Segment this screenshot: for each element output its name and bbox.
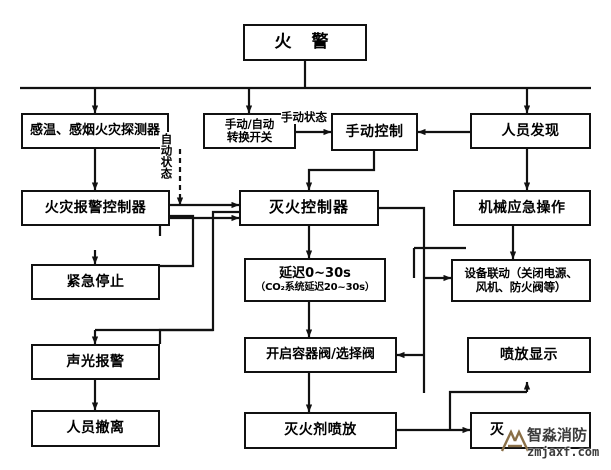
node-auto-manual-switch[interactable]: 手动/自动 转换开关 — [203, 113, 296, 149]
node-open-valve-label: 开启容器阀/选择阀 — [266, 346, 375, 362]
node-delay-label-line2: （CO₂系统延迟20~30s） — [255, 281, 375, 293]
node-mechanical-emergency[interactable]: 机械应急操作 — [453, 190, 591, 226]
node-auto-manual-switch-label-line2: 转换开关 — [226, 130, 273, 144]
node-extinguish-fire[interactable]: 灭 — [470, 412, 591, 449]
wire-manual-to-extctrl — [305, 151, 376, 191]
wire-stop-to-extctrl — [158, 214, 240, 236]
node-fire-alarm-controller-label: 火灾报警控制器 — [44, 199, 147, 216]
edge-label-auto-state: 自动状态 — [159, 132, 174, 180]
wire-extinguish-feedback — [448, 390, 527, 430]
node-person-discover-label: 人员发现 — [501, 122, 560, 139]
node-auto-manual-switch-label-line1: 手动/自动 — [224, 116, 275, 131]
node-open-valve[interactable]: 开启容器阀/选择阀 — [244, 337, 397, 373]
wire-extctrl-right-trunk — [379, 206, 426, 393]
node-equipment-linkage[interactable]: 设备联动（关闭电源、 风机、防火阀等） — [451, 259, 591, 302]
node-equipment-linkage-label-line1: 设备联动（关闭电源、 — [464, 266, 578, 281]
node-person-discover[interactable]: 人员发现 — [470, 113, 591, 149]
node-detector-label: 感温、感烟火灾探测器 — [29, 122, 160, 138]
node-extinguish-fire-label: 灭 — [490, 422, 505, 439]
node-agent-release-label: 灭火剂喷放 — [284, 422, 357, 439]
edge-label-manual-state: 手动状态 — [281, 110, 327, 124]
node-personnel-evacuation-label: 人员撤离 — [66, 420, 125, 437]
node-fire-alarm[interactable]: 火 警 — [243, 24, 367, 61]
node-emergency-stop-label: 紧急停止 — [66, 273, 125, 290]
node-agent-release[interactable]: 灭火剂喷放 — [244, 412, 397, 449]
edge-label-auto-state-text: 自动状态 — [159, 133, 174, 179]
node-fire-alarm-controller[interactable]: 火灾报警控制器 — [21, 190, 170, 226]
node-manual-control[interactable]: 手动控制 — [331, 113, 418, 151]
node-detector[interactable]: 感温、感烟火灾探测器 — [21, 113, 169, 149]
node-spray-display-label: 喷放显示 — [500, 346, 558, 363]
node-delay-label-line1: 延迟0~30s — [279, 265, 351, 281]
node-manual-control-label: 手动控制 — [345, 123, 404, 140]
node-sound-light-alarm[interactable]: 声光报警 — [31, 344, 160, 380]
edge-label-manual-state-text: 手动状态 — [281, 110, 327, 124]
node-personnel-evacuation[interactable]: 人员撤离 — [31, 410, 160, 447]
node-extinguish-controller[interactable]: 灭火控制器 — [239, 190, 379, 226]
node-equipment-linkage-label-line2: 风机、防火阀等） — [475, 279, 567, 294]
wire-extctrl-to-soundlight-route — [158, 210, 239, 344]
node-sound-light-alarm-label: 声光报警 — [66, 353, 125, 370]
node-fire-alarm-label: 火 警 — [274, 31, 336, 52]
node-delay[interactable]: 延迟0~30s （CO₂系统延迟20~30s） — [244, 258, 386, 302]
watermark-logo-icon — [500, 429, 530, 452]
node-extinguish-controller-label: 灭火控制器 — [268, 198, 349, 217]
node-mechanical-emergency-label: 机械应急操作 — [478, 199, 566, 216]
node-emergency-stop[interactable]: 紧急停止 — [31, 264, 160, 300]
node-spray-display[interactable]: 喷放显示 — [467, 337, 591, 373]
